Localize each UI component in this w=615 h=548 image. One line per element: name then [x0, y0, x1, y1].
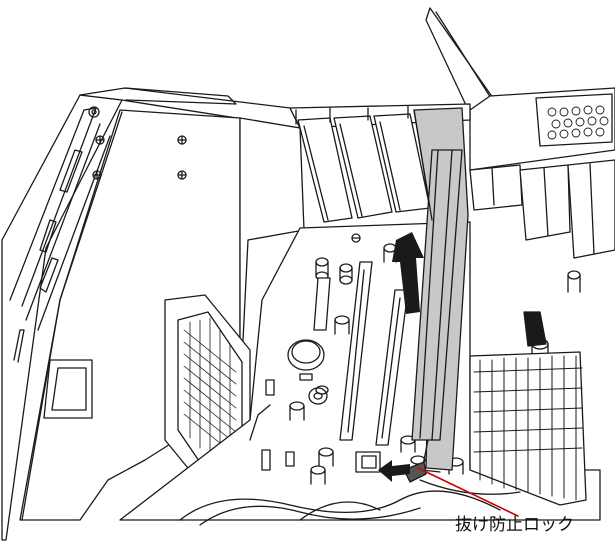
expansion-card: [411, 107, 469, 473]
connector-block: [355, 451, 381, 473]
callout-label: 抜け防止ロック: [455, 515, 574, 535]
card-bracket: [425, 7, 615, 259]
callout-leader-line: [417, 467, 519, 517]
arrow-left-icon: [378, 460, 410, 482]
retention-lock: [403, 461, 427, 483]
cmos-battery: [287, 339, 325, 381]
heatsink: [469, 311, 587, 506]
arrow-up-icon: [392, 232, 424, 314]
chassis-frame: [1, 87, 301, 541]
cables: [179, 479, 521, 526]
small-chip: [308, 387, 328, 405]
